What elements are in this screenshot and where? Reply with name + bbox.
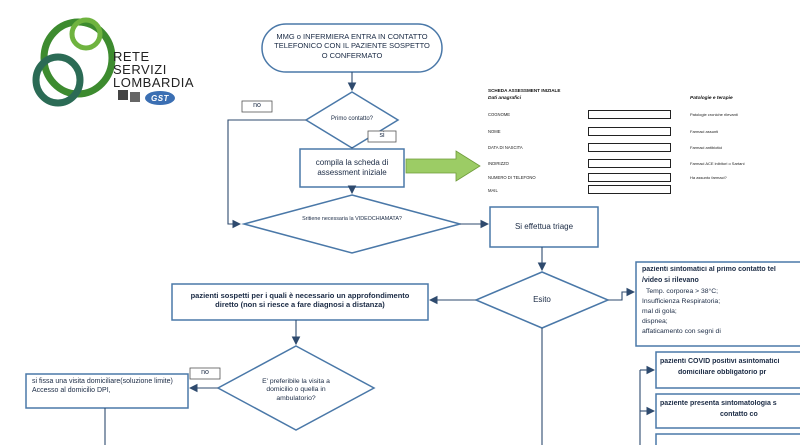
data-nascita-field[interactable] xyxy=(588,143,671,152)
sintomatologia-line-1: contatto co xyxy=(720,411,758,418)
logo-line-2: SERVIZI xyxy=(113,62,167,77)
covid-positivi-line-0: pazienti COVID positivi asintomatici xyxy=(660,358,780,365)
esito-text: Esito xyxy=(533,295,551,304)
mail-field[interactable] xyxy=(588,185,671,194)
compila-node xyxy=(299,148,405,188)
sintomatici-line-3: Insufficienza Respiratoria; xyxy=(642,298,721,305)
compila-text: compila la scheda di assessment iniziale xyxy=(315,158,389,177)
no-tag-2 xyxy=(189,367,221,380)
sintomatici-line-4: mal di gola; xyxy=(642,308,677,315)
si-tag xyxy=(367,130,397,143)
triage-node xyxy=(489,206,599,248)
extra-node xyxy=(655,433,800,445)
primo-contatto-text: Primo contatto? xyxy=(330,116,374,122)
form-field-label: NOME xyxy=(488,129,501,134)
form-field-label: INDIRIZZO xyxy=(488,161,509,166)
form-right-item: Farmaci ACE inibitori o Sartani xyxy=(690,161,745,166)
visita-question-text: E' preferibile la visita a domicilio o q… xyxy=(262,378,330,402)
covid-positivi-node xyxy=(655,351,800,389)
si-label: si xyxy=(379,132,385,139)
visita-domiciliare-node xyxy=(25,373,189,409)
logo-rings xyxy=(32,17,116,107)
logo-badge xyxy=(118,90,175,105)
form-right-item: Ha assunto farmaci? xyxy=(690,175,727,180)
sintomatologia-line-0: paziente presenta sintomatologia s xyxy=(660,400,777,407)
logo-line-3: LOMBARDIA xyxy=(113,75,195,90)
form-left-header: Dati anagrafici xyxy=(488,96,522,101)
form-title: SCHEDA ASSESSMENT INIZIALE xyxy=(488,88,561,93)
logo-line-1: RETE xyxy=(113,49,150,64)
sintomatici-line-5: dispnea; xyxy=(642,318,668,325)
form-field-label: DATA DI NASCITA xyxy=(488,145,523,150)
green-arrow xyxy=(405,150,481,182)
videochiamata-text: Sritiene necessaria la VIDEOCHIAMATA? xyxy=(302,216,402,222)
sintomatici-line-1: /video si rilevano xyxy=(642,277,699,284)
form-field-label: MAIL xyxy=(488,188,498,193)
form-right-item: Farmaci assunti xyxy=(690,129,719,134)
sintomatici-node xyxy=(635,261,800,347)
sintomatici-line-0: pazienti sintomatici al primo contatto t… xyxy=(642,266,776,273)
form-right-item: Patologie croniche rilevanti xyxy=(690,112,738,117)
indirizzo-field[interactable] xyxy=(588,159,671,168)
start-text: MMG o INFERMIERA ENTRA IN CONTATTO TELEF… xyxy=(274,32,430,60)
logo-badge-text: GST xyxy=(151,94,169,103)
sintomatici-line-6: affaticamento con segni di xyxy=(642,328,721,335)
form-right-header: Patologie e terapie xyxy=(690,96,733,101)
decision-videochiamata xyxy=(241,194,463,254)
no-label-1: no xyxy=(253,102,261,109)
telefono-field[interactable] xyxy=(588,173,671,182)
form-field-label: NUMERO DI TELEFONO xyxy=(488,175,536,180)
no-label-2: no xyxy=(201,369,209,376)
form-right-item: Farmaci antibiotici xyxy=(690,145,723,150)
no-tag-1 xyxy=(241,100,273,113)
visita-domiciliare-text: si fissa una visita domiciliare(soluzion… xyxy=(32,378,173,394)
covid-positivi-line-1: domiciliare obbligatorio pr xyxy=(678,369,767,376)
triage-text: Si effettua triage xyxy=(514,222,574,231)
approfondimento-node xyxy=(171,283,429,321)
nome-field[interactable] xyxy=(588,127,671,136)
form-field-label: COGNOME xyxy=(488,112,511,117)
sintomatici-line-2: Temp. corporea > 38°C; xyxy=(646,288,719,295)
cognome-field[interactable] xyxy=(588,110,671,119)
approfondimento-text: pazienti sospetti per i quali è necessar… xyxy=(190,291,410,310)
decision-visita xyxy=(216,345,376,431)
sintomatologia-node xyxy=(655,393,800,429)
connectors xyxy=(104,72,656,445)
